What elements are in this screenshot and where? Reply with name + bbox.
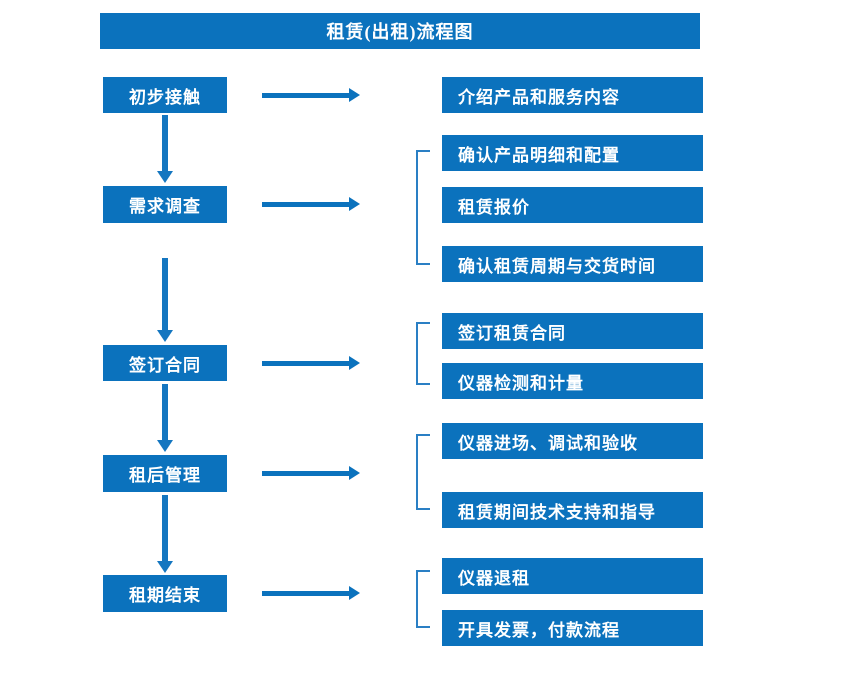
vertical-arrow-contract-to-management (157, 384, 173, 452)
detail-box-invoice-and-payment[interactable]: 开具发票，付款流程 (442, 610, 703, 646)
stage-box-demand-survey[interactable]: 需求调查 (103, 186, 227, 223)
detail-box-instrument-inspection[interactable]: 仪器检测和计量 (442, 363, 703, 399)
horizontal-arrow-initial-contact (262, 88, 360, 102)
bracket-demand-survey-group (416, 150, 430, 265)
detail-box-instrument-return[interactable]: 仪器退租 (442, 558, 703, 594)
bracket-sign-contract-group (416, 322, 430, 385)
vertical-arrow-contact-to-survey (157, 115, 173, 183)
horizontal-arrow-rental-end (262, 586, 360, 600)
detail-box-confirm-product-details[interactable]: 确认产品明细和配置 (442, 135, 703, 171)
detail-box-instrument-entry-debug-acceptance[interactable]: 仪器进场、调试和验收 (442, 423, 703, 459)
stage-box-rental-end[interactable]: 租期结束 (103, 575, 227, 612)
detail-box-sign-rental-contract[interactable]: 签订租赁合同 (442, 313, 703, 349)
vertical-arrow-survey-to-contract (157, 258, 173, 342)
horizontal-arrow-sign-contract (262, 356, 360, 370)
bracket-post-rental-group (416, 434, 430, 510)
stage-box-post-rental-management[interactable]: 租后管理 (103, 455, 227, 492)
detail-box-introduce-products[interactable]: 介绍产品和服务内容 (442, 77, 703, 113)
horizontal-arrow-demand-survey (262, 197, 360, 211)
bracket-rental-end-group (416, 570, 430, 628)
detail-box-confirm-rental-period[interactable]: 确认租赁周期与交货时间 (442, 246, 703, 282)
stage-box-initial-contact[interactable]: 初步接触 (103, 77, 227, 113)
horizontal-arrow-post-rental-management (262, 466, 360, 480)
stage-box-sign-contract[interactable]: 签订合同 (103, 345, 227, 381)
vertical-arrow-management-to-end (157, 495, 173, 573)
detail-box-technical-support-during-rental[interactable]: 租赁期间技术支持和指导 (442, 492, 703, 528)
detail-box-rental-quotation[interactable]: 租赁报价 (442, 187, 703, 223)
chart-title: 租赁(出租)流程图 (100, 13, 700, 49)
